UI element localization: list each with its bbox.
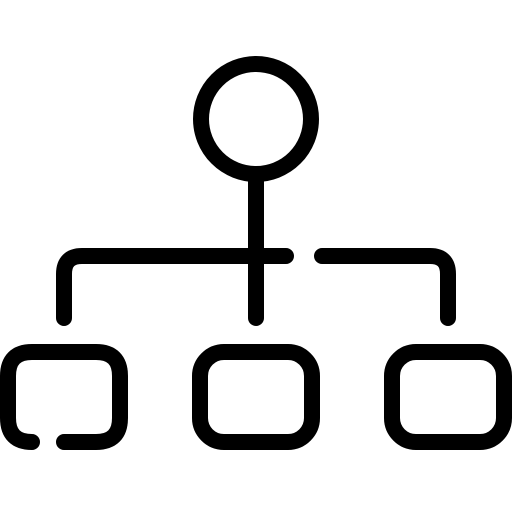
- left-branch-connector: [56, 248, 294, 326]
- middle-child-node-box: [192, 344, 320, 450]
- left-child-node-box: [0, 344, 128, 450]
- right-child-node-box: [384, 344, 512, 450]
- root-node-circle: [193, 56, 319, 182]
- right-branch-connector: [314, 248, 456, 326]
